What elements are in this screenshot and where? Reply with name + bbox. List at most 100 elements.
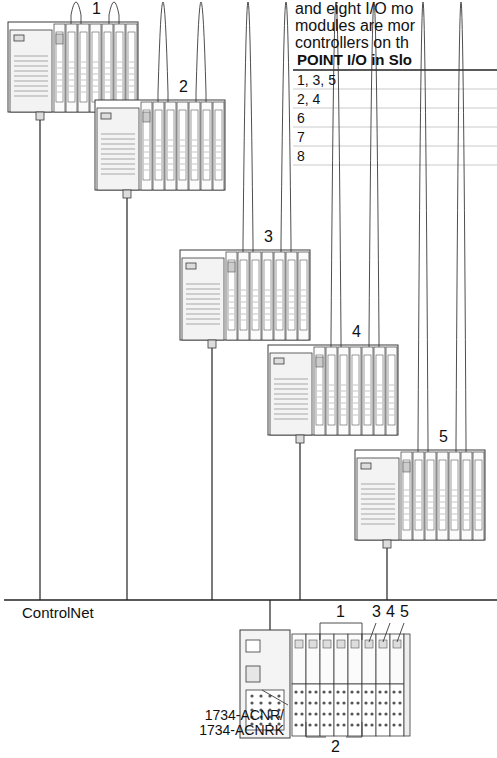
terminal-line bbox=[81, 62, 86, 63]
vent-slot bbox=[361, 524, 395, 525]
callout-bracket bbox=[306, 737, 326, 738]
terminal-line bbox=[404, 496, 409, 497]
terminal-line bbox=[277, 314, 282, 315]
terminal-line bbox=[476, 496, 481, 497]
terminal-line bbox=[277, 308, 282, 309]
io-module bbox=[292, 634, 306, 684]
terminal-line bbox=[428, 520, 433, 521]
table-header: POINT I/O in Slo bbox=[297, 52, 412, 68]
vent-slot bbox=[186, 324, 220, 325]
terminal-dot bbox=[378, 712, 381, 715]
callout-bracket bbox=[362, 623, 363, 640]
vent-slot bbox=[14, 61, 48, 62]
terminal-dot bbox=[294, 690, 297, 693]
table-cell: 2, 4 bbox=[297, 92, 320, 107]
vent-slot bbox=[186, 309, 220, 310]
vent-slot bbox=[101, 149, 135, 150]
terminal-dot bbox=[342, 723, 345, 726]
terminal-line bbox=[57, 62, 62, 63]
table-row-rule bbox=[293, 165, 497, 166]
terminal-dot bbox=[350, 690, 353, 693]
terminal-line bbox=[289, 314, 294, 315]
module-slot bbox=[437, 452, 448, 540]
terminal-line bbox=[329, 403, 334, 404]
terminal-base bbox=[348, 684, 362, 736]
terminal-line bbox=[144, 146, 149, 147]
vent-slot bbox=[361, 514, 395, 515]
terminal-line bbox=[377, 415, 382, 416]
callout-number: 5 bbox=[400, 604, 409, 621]
status-display bbox=[143, 112, 150, 122]
vent-slot bbox=[186, 299, 220, 300]
terminal-line bbox=[277, 302, 282, 303]
terminal-dot bbox=[342, 690, 345, 693]
power-supply bbox=[270, 353, 312, 435]
terminal-line bbox=[464, 508, 469, 509]
terminal-line bbox=[404, 490, 409, 491]
terminal-line bbox=[317, 409, 322, 410]
module-slot bbox=[374, 347, 385, 435]
terminal-line bbox=[105, 86, 110, 87]
terminal-dot bbox=[370, 723, 373, 726]
terminal-line bbox=[404, 520, 409, 521]
terminal-dot bbox=[336, 690, 339, 693]
module-face bbox=[155, 110, 162, 180]
controllogix-chassis bbox=[95, 2, 225, 198]
terminal-dot bbox=[322, 701, 325, 704]
terminal-dot bbox=[364, 701, 367, 704]
terminal-line bbox=[265, 296, 270, 297]
terminal-line bbox=[265, 320, 270, 321]
vent-slot bbox=[186, 294, 220, 295]
terminal-line bbox=[192, 146, 197, 147]
vent-slot bbox=[361, 494, 395, 495]
vent-slot bbox=[101, 174, 135, 175]
table-row-rule bbox=[293, 89, 497, 90]
module-face bbox=[128, 32, 135, 102]
terminal-line bbox=[105, 68, 110, 69]
terminal-line bbox=[117, 74, 122, 75]
vent-slot bbox=[14, 91, 48, 92]
terminal-dot bbox=[384, 723, 387, 726]
terminal-line bbox=[353, 415, 358, 416]
terminal-line bbox=[452, 490, 457, 491]
callout-number: 1 bbox=[92, 1, 101, 18]
terminal-line bbox=[317, 403, 322, 404]
terminal-dot bbox=[398, 701, 401, 704]
vent-slot bbox=[186, 314, 220, 315]
vent-slot bbox=[14, 86, 48, 87]
terminal-dot bbox=[356, 690, 359, 693]
table-row-rule bbox=[293, 127, 497, 128]
module-face bbox=[68, 32, 75, 102]
terminal-line bbox=[129, 68, 134, 69]
vent-slot bbox=[101, 169, 135, 170]
module-face bbox=[415, 460, 422, 530]
vent-slot bbox=[274, 384, 308, 385]
terminal-line bbox=[129, 80, 134, 81]
table-row-rule bbox=[293, 146, 497, 147]
drop-line bbox=[39, 120, 40, 600]
terminal-line bbox=[229, 308, 234, 309]
power-supply bbox=[182, 258, 224, 340]
terminal-dot bbox=[308, 712, 311, 715]
terminal-line bbox=[57, 74, 62, 75]
terminal-line bbox=[69, 92, 74, 93]
terminal-line bbox=[81, 92, 86, 93]
terminal-line bbox=[452, 514, 457, 515]
terminal-line bbox=[389, 391, 394, 392]
logo-plate bbox=[186, 263, 196, 269]
terminal-dot bbox=[250, 694, 253, 697]
lifting-tab bbox=[71, 2, 81, 24]
controllogix-chassis bbox=[180, 2, 310, 348]
terminal-line bbox=[144, 152, 149, 153]
terminal-dot bbox=[392, 723, 395, 726]
controlnet-cabling bbox=[4, 120, 497, 630]
module-slot bbox=[461, 452, 472, 540]
network-tap bbox=[208, 340, 216, 348]
terminal-line bbox=[144, 164, 149, 165]
terminal-line bbox=[301, 308, 306, 309]
module-face bbox=[328, 355, 335, 425]
status-display bbox=[316, 357, 323, 367]
terminal-line bbox=[241, 314, 246, 315]
